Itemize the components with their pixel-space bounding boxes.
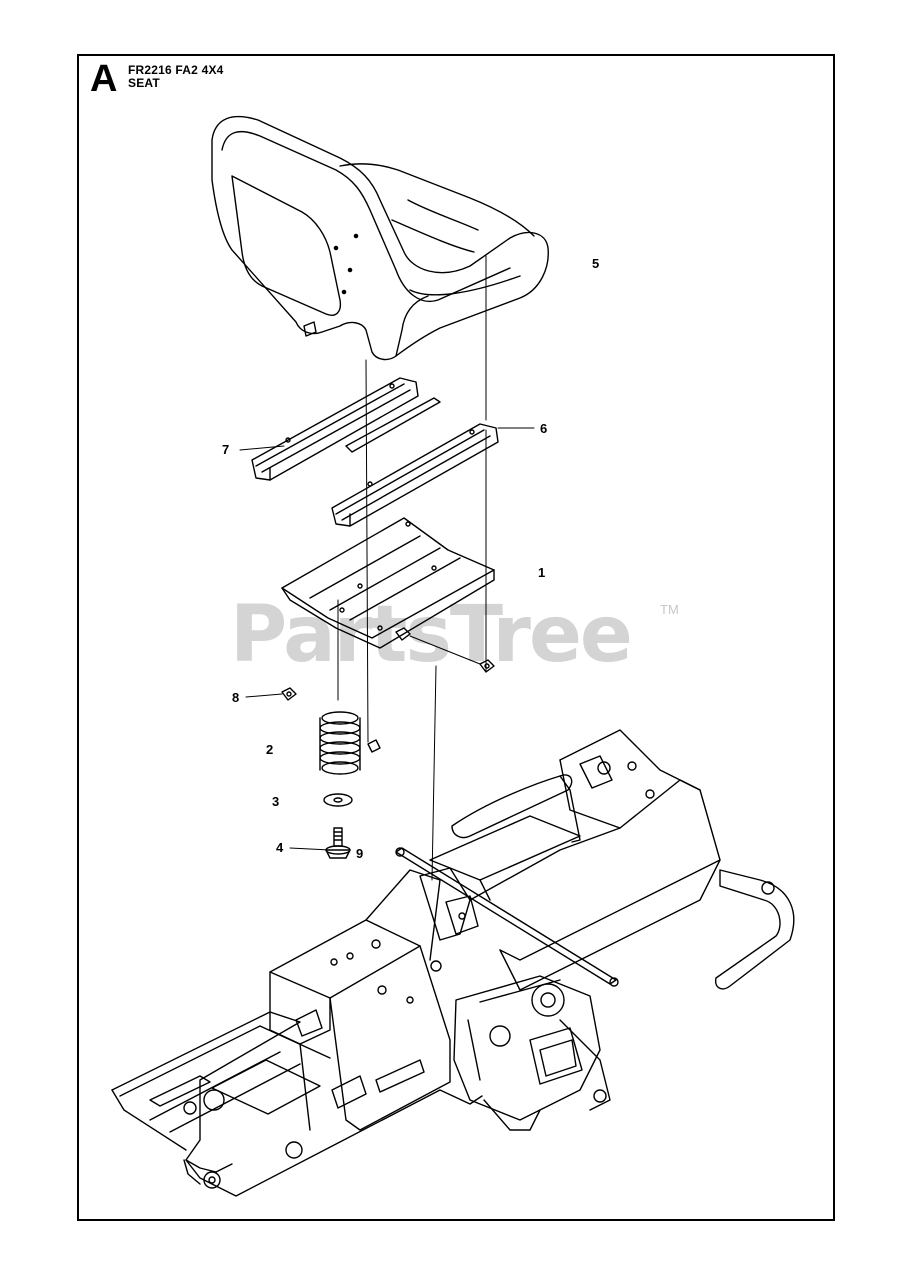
spring-side-nut[interactable] (367, 739, 381, 753)
seat-pan-part[interactable] (281, 517, 495, 649)
callout-5: 5 (592, 256, 600, 271)
callout-2: 2 (266, 742, 274, 757)
washer-part[interactable] (323, 793, 353, 807)
pan-nut[interactable] (395, 627, 411, 641)
tractor-chassis (111, 729, 795, 1197)
seat-part[interactable] (211, 116, 549, 361)
callout-6: 6 (540, 421, 548, 436)
diagram-frame (77, 54, 835, 1221)
diagram-header: FR2216 FA2 4X4 SEAT (128, 64, 224, 89)
spring-part[interactable] (319, 711, 361, 775)
model-name: FR2216 FA2 4X4 (128, 63, 224, 77)
section-letter: A (90, 58, 118, 100)
pan-nut-right[interactable] (479, 659, 495, 673)
seat-rail-right[interactable] (331, 423, 499, 527)
callout-8: 8 (232, 690, 240, 705)
callout-7: 7 (222, 442, 230, 457)
callout-9: 9 (356, 846, 364, 861)
assembly-guide-lines (337, 255, 487, 881)
seat-rail-left[interactable] (251, 377, 419, 481)
callout-1: 1 (538, 565, 546, 580)
bolt-part[interactable] (325, 827, 351, 859)
rail-connector-bar[interactable] (345, 397, 441, 453)
watermark-tm: TM (660, 602, 679, 617)
callout-3: 3 (272, 794, 280, 809)
callout-4: 4 (276, 840, 284, 855)
diagram-title: SEAT (128, 75, 160, 90)
callout-leaders (239, 427, 535, 851)
nut-part-8[interactable] (281, 687, 297, 701)
